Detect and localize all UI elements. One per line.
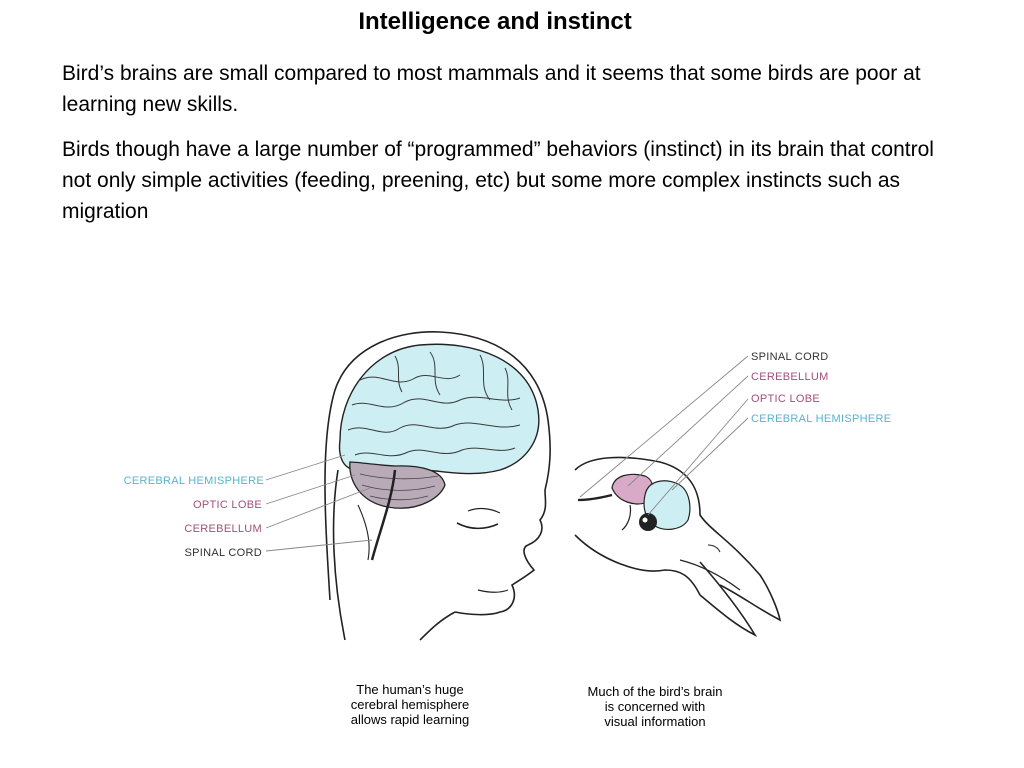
bird-caption-line: is concerned with	[604, 699, 706, 714]
human-neck-line	[332, 469, 346, 641]
bird-spinal-cord	[577, 493, 613, 502]
paragraph-instinct: Birds though have a large number of “pro…	[62, 138, 934, 223]
human-label-cerebral-hemisphere: CEREBRAL HEMISPHERE	[124, 475, 264, 487]
bird-optic-lobe	[639, 513, 657, 531]
bird-head-outline	[574, 456, 782, 622]
human-label-spinal-cord: SPINAL CORD	[185, 547, 262, 559]
human-caption-line: allows rapid learning	[350, 712, 470, 727]
human-eye	[456, 522, 499, 530]
bird-label-spinal-cord: SPINAL CORD	[751, 351, 828, 363]
human-cerebral-hemisphere	[338, 343, 540, 475]
bird-caption: Much of the bird’s brain is concerned wi…	[570, 684, 740, 729]
human-jaw-line	[419, 611, 456, 641]
bird-lower-beak	[699, 561, 758, 637]
human-caption: The human’s huge cerebral hemisphere all…	[330, 682, 490, 727]
human-cerebellum-folds	[359, 473, 439, 501]
bird-head-illustration	[574, 456, 782, 637]
paragraph-brain-size: Bird’s brains are small compared to most…	[62, 62, 921, 116]
bird-label-cerebral-hemisphere: CEREBRAL HEMISPHERE	[751, 413, 891, 425]
human-label-lines	[265, 454, 373, 552]
bird-label-optic-lobe: OPTIC LOBE	[751, 393, 820, 405]
bird-throat	[574, 534, 701, 596]
human-face-profile	[454, 489, 547, 616]
human-head-illustration	[324, 331, 551, 641]
bird-caption-line: Much of the bird’s brain	[587, 684, 723, 699]
bird-label-lines	[579, 355, 749, 516]
human-caption-line: The human’s huge	[356, 682, 464, 697]
human-spinal-cord	[370, 469, 397, 561]
bird-label-cerebellum: CEREBELLUM	[751, 371, 829, 383]
human-mouth	[477, 589, 509, 593]
slide-title: Intelligence and instinct	[358, 8, 632, 35]
human-label-optic-lobe: OPTIC LOBE	[193, 499, 262, 511]
human-label-cerebellum: CEREBELLUM	[184, 523, 262, 535]
human-caption-line: cerebral hemisphere	[350, 697, 470, 712]
bird-caption-line: visual information	[604, 714, 706, 729]
human-skull-outline	[324, 331, 551, 601]
human-brain-folds	[347, 351, 521, 457]
